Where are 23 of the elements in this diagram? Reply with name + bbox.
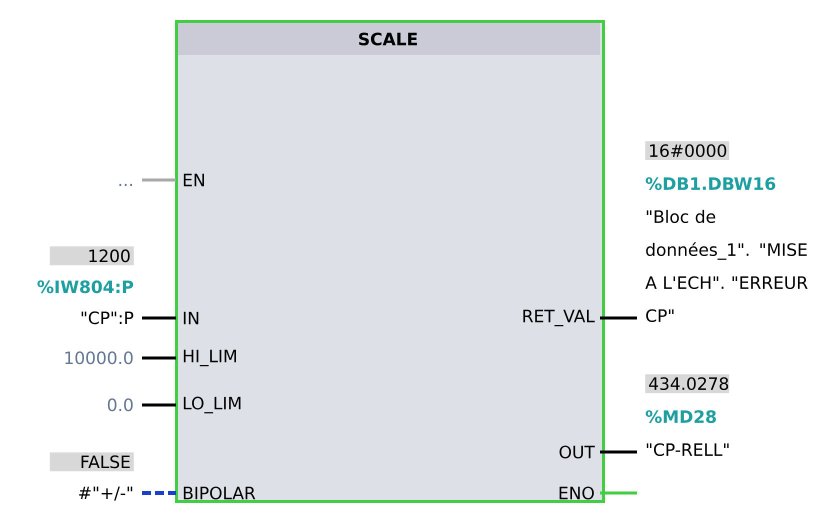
pin-label: HI_LIM [184, 350, 236, 366]
pin-label: BIPOLAR [184, 486, 256, 500]
wire [142, 491, 176, 495]
operand-label: 0.0 [108, 398, 133, 412]
pin-label: OUT [560, 446, 595, 458]
pin-label: IN [184, 312, 198, 324]
operand-label: 16#0000 %DB1.DBW16 "Bloc de données_1". "MISE A L'ECH". "ERREUR CP" [645, 141, 808, 322]
pin-label: ENO [560, 486, 594, 500]
wire [600, 450, 637, 454]
pin-label: LO_LIM [184, 396, 240, 414]
pin-label: EN [184, 174, 204, 186]
operand-label: FALSE #"+/-" [50, 452, 134, 501]
wire [600, 492, 637, 494]
operand-label: 434.0278 %MD28 "CP-RELL" [645, 374, 730, 456]
operand-label: 1200 %IW804:P "CP":P [38, 246, 134, 324]
wire [600, 316, 637, 320]
pin-label: RET_VAL [523, 310, 595, 326]
operand-label: ... [119, 184, 132, 186]
wire [142, 178, 176, 182]
wire [142, 404, 176, 406]
wire [142, 356, 176, 360]
wire [142, 316, 176, 320]
operand-label: 10000.0 [65, 351, 133, 364]
